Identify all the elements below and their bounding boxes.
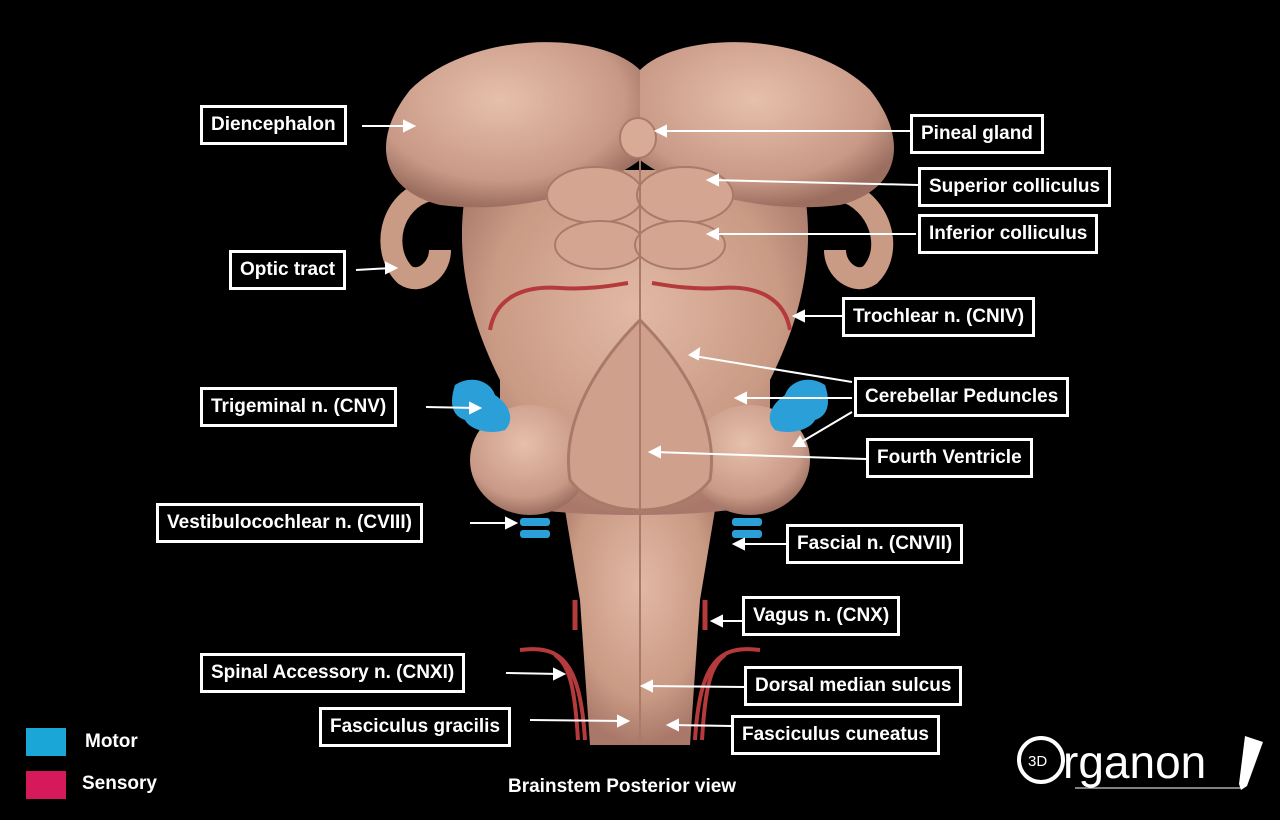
organon-logo: 3D rganon	[1015, 728, 1265, 803]
label-trigeminal: Trigeminal n. (CNV)	[200, 387, 398, 427]
label-diencephalon: Diencephalon	[200, 105, 347, 145]
diencephalon-right	[640, 42, 894, 208]
legend-motor-swatch	[26, 728, 66, 756]
optic-tract-right	[824, 179, 894, 290]
diencephalon-left	[386, 42, 640, 208]
label-vestibulocochlear: Vestibulocochlear n. (CVIII)	[156, 503, 423, 543]
label-cerebellar-peduncles: Cerebellar Peduncles	[854, 377, 1070, 417]
legend-sensory-swatch	[26, 771, 66, 799]
optic-tract-left	[380, 179, 451, 290]
logo-prefix: 3D	[1028, 753, 1047, 770]
label-fourth-ventricle: Fourth Ventricle	[866, 438, 1033, 478]
label-superior-colliculus: Superior colliculus	[918, 167, 1112, 207]
legend-motor-label: Motor	[85, 731, 138, 752]
label-dorsal-median-sulcus: Dorsal median sulcus	[744, 666, 963, 706]
label-facial: Fascial n. (CNVII)	[786, 524, 964, 564]
label-trochlear: Trochlear n. (CNIV)	[842, 297, 1036, 337]
trigeminal-left	[452, 379, 511, 432]
peduncle-lobe-right	[690, 405, 810, 515]
legend-sensory-label: Sensory	[82, 773, 157, 794]
pineal-gland	[619, 117, 657, 159]
peduncle-lobe-left	[470, 405, 590, 515]
trigeminal-right	[769, 379, 828, 432]
label-pineal-gland: Pineal gland	[910, 114, 1044, 154]
label-fasciculus-gracilis: Fasciculus gracilis	[319, 707, 512, 747]
label-optic-tract: Optic tract	[229, 250, 347, 290]
label-inferior-colliculus: Inferior colliculus	[918, 214, 1099, 254]
logo-text: rganon	[1063, 736, 1206, 788]
organon-logo-mark: 3D rganon	[1017, 736, 1263, 790]
caption: Brainstem Posterior view	[508, 776, 737, 797]
label-vagus: Vagus n. (CNX)	[742, 596, 901, 636]
label-fasciculus-cuneatus: Fasciculus cuneatus	[731, 715, 940, 755]
label-spinal-accessory: Spinal Accessory n. (CNXI)	[200, 653, 466, 693]
